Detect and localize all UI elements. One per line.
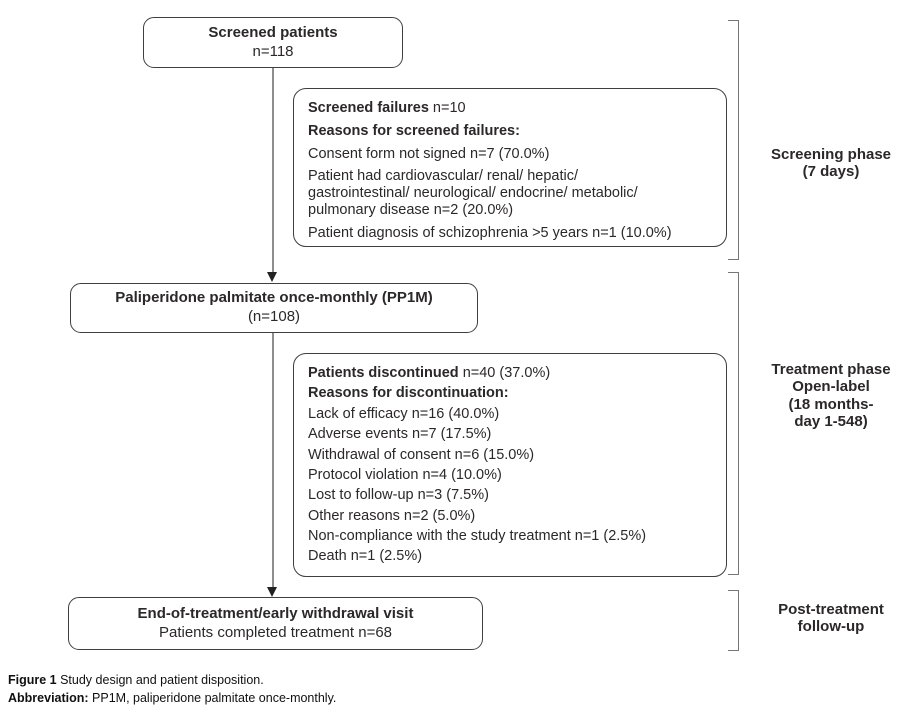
arrow-pp1m-to-end-head [267,587,277,597]
box-end-of-treatment: End-of-treatment/early withdrawal visit … [68,597,483,650]
label-screening-phase: Screening phase (7 days) [752,146,902,181]
abbreviation-text: PP1M, paliperidone palmitate once-monthl… [88,690,337,705]
discontinuation-reason: Protocol violation n=4 (10.0%) [308,466,502,483]
discontinuation-reason: Other reasons n=2 (5.0%) [308,507,476,524]
arrow-screened-to-pp1m-head [267,272,277,282]
figure-caption-label: Figure 1 [8,673,57,687]
box-screened-patients: Screened patients n=118 [143,17,403,68]
bracket-post-treatment [728,590,739,651]
discontinuation-reason: Lack of efficacy n=16 (40.0%) [308,405,500,422]
screened-failures-header-bold: Screened failures [308,100,429,116]
label-treatment-phase: Treatment phase Open-label (18 months- d… [752,361,902,431]
box-pp1m-title: Paliperidone palmitate once-monthly (PP1… [115,289,433,307]
box-screened-failures: Screened failures n=10 Reasons for scree… [293,88,727,247]
figure-caption: Figure 1 Study design and patient dispos… [8,672,336,707]
discontinuation-reason: Lost to follow-up n=3 (7.5%) [308,487,489,504]
box-pp1m-count: (n=108) [247,308,301,325]
screened-failures-header-count: n=10 [428,100,466,116]
abbreviation-label: Abbreviation: [8,690,89,705]
screened-failures-reasons-title: Reasons for screened failures: [308,122,520,139]
discontinued-header-bold: Patients discontinued [308,365,459,381]
label-treatment-phase-line: Treatment phase [771,361,891,378]
discontinuation-reason: Adverse events n=7 (17.5%) [308,426,492,443]
label-treatment-phase-line: (18 months- [788,395,874,413]
label-screening-phase-line: Screening phase [770,146,892,163]
label-post-treatment-line: Post-treatment [778,601,884,618]
label-post-treatment-line: follow-up [797,618,865,636]
box-end-of-treatment-title: End-of-treatment/early withdrawal visit [137,604,414,622]
arrow-pp1m-to-end-line [272,333,274,587]
figure-caption-line1: Figure 1 Study design and patient dispos… [8,672,336,690]
bracket-treatment-phase [728,272,739,575]
discontinuation-reason: Withdrawal of consent n=6 (15.0%) [308,446,535,463]
arrow-screened-to-pp1m-line [272,68,274,272]
discontinuation-reason: Non-compliance with the study treatment … [308,528,647,544]
screened-failure-reason: Patient diagnosis of schizophrenia >5 ye… [308,224,672,241]
box-screened-patients-count: n=118 [252,42,294,60]
bracket-screening-phase [728,20,739,260]
screened-failure-reason: Patient had cardiovascular/ renal/ hepat… [308,168,638,219]
label-treatment-phase-line: day 1-548) [794,413,868,431]
screened-failure-reason: Consent form not signed n=7 (70.0%) [308,145,550,162]
figure-caption-line2: Abbreviation: PP1M, paliperidone palmita… [8,690,336,708]
box-screened-patients-title: Screened patients [208,23,338,41]
discontinued-reasons-title: Reasons for discontinuation: [308,385,509,402]
discontinuation-reason: Death n=1 (2.5%) [308,548,423,565]
figure-caption-text: Study design and patient disposition. [56,673,264,687]
discontinued-header-count: n=40 (37.0%) [458,365,551,381]
box-patients-discontinued: Patients discontinued n=40 (37.0%) Reaso… [293,353,727,577]
box-pp1m: Paliperidone palmitate once-monthly (PP1… [70,283,478,333]
discontinued-header: Patients discontinued n=40 (37.0%) [308,365,712,381]
label-post-treatment: Post-treatment follow-up [752,601,902,636]
label-screening-phase-line: (7 days) [802,163,860,181]
label-treatment-phase-line: Open-label [792,378,870,396]
box-end-of-treatment-count: Patients completed treatment n=68 [158,623,393,641]
screened-failures-header: Screened failures n=10 [308,100,712,117]
